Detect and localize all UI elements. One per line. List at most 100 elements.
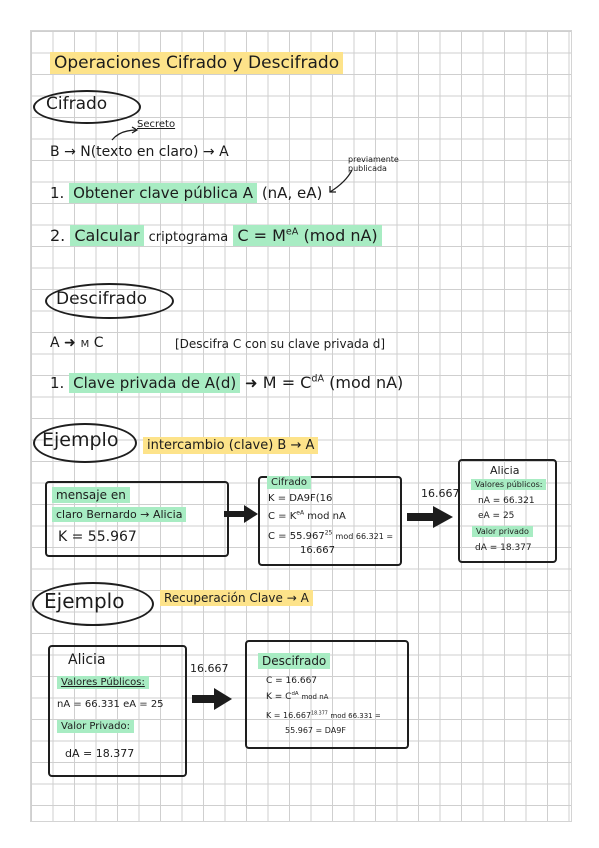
bold-right-arrow-icon — [192, 688, 232, 710]
cifrado-box-title-text: Cifrado — [267, 476, 311, 489]
alicia-priv-label-text: Valor privado — [472, 526, 533, 537]
mensaje-line2: claro Bernardo → Alicia — [52, 507, 187, 522]
line3-k: K = 16.667 — [266, 711, 312, 720]
step1-text: Obtener clave pública A — [69, 183, 258, 203]
step2-formula: C = MeA (mod nA) — [233, 225, 382, 246]
descifrado-flow: A ➜ M C — [50, 336, 104, 350]
previo-note-line2: publicada — [348, 164, 387, 174]
alicia-priv-label: Valor privado — [472, 526, 533, 537]
line2-k: K = C — [266, 692, 292, 702]
ejemplo2-heading-oval — [32, 582, 154, 626]
step1-formula: M = CdA (mod nA) — [263, 373, 404, 392]
descifrado-box-line3: K = 16.66718.377 mod 66.331 = — [266, 711, 381, 720]
descifrado-box-title: Descifrado — [258, 653, 331, 669]
ejemplo1-heading-oval — [33, 423, 137, 463]
descifrado-heading-oval — [45, 283, 174, 319]
cifrado-heading: Cifrado — [46, 94, 108, 114]
alicia2-pub-label: Valores Públicos: — [57, 676, 149, 689]
line2-mod: mod nA — [301, 693, 329, 701]
mensaje-line3: K = 55.967 — [58, 529, 137, 545]
secreto-arrow-icon — [111, 126, 139, 141]
alicia-na: nA = 66.321 — [478, 496, 535, 506]
descifrado-box-title-text: Descifrado — [258, 653, 331, 669]
formula-c: C = M — [237, 226, 286, 245]
cifrado-heading-oval — [33, 90, 141, 124]
alicia2-pub-vals: nA = 66.331 eA = 25 — [57, 699, 164, 710]
ejemplo1-subtitle-text: intercambio (clave) B → A — [143, 437, 319, 454]
descifrado-box — [245, 640, 409, 749]
descifrado-heading: Descifrado — [56, 289, 148, 309]
right-arrow-icon: → — [64, 144, 81, 160]
cifrado-box-line4: 16.667 — [300, 545, 335, 556]
step2-text: Calcular — [70, 225, 144, 246]
alicia2-box-title: Alicia — [68, 652, 106, 668]
cifrado-box — [258, 476, 402, 566]
flow-b: B — [50, 144, 60, 160]
descifrado-bracket-note: [Descifra C con su clave privada d] — [175, 337, 386, 351]
ejemplo1-subtitle: intercambio (clave) B → A — [143, 437, 319, 454]
line2-c: C = K — [268, 511, 297, 522]
right-arrow-icon: ➜ — [64, 335, 81, 351]
line3-c: C = 55.967 — [268, 531, 325, 542]
cifrado-flow: B → N(texto en claro) → A — [50, 145, 229, 159]
cifrado-step2: 2. Calcular criptograma C = MeA (mod nA) — [50, 225, 382, 246]
mensaje-line1: mensaje en — [52, 487, 130, 503]
descifrado-box-line2: K = CdA mod nA — [266, 691, 329, 702]
ejemplo2-arrow-label: 16.667 — [190, 662, 229, 675]
alicia2-da: dA = 18.377 — [65, 747, 135, 760]
alicia-box — [458, 459, 557, 563]
line2-mod: mod nA — [307, 511, 346, 522]
mensaje-box — [45, 481, 229, 557]
flow-a: A — [50, 335, 60, 351]
formula-m: M = C — [262, 373, 312, 392]
right-arrow-icon: → — [202, 144, 220, 160]
right-arrow-icon: ➜ — [245, 374, 263, 392]
step1-num: 1. — [50, 374, 65, 392]
previamente-note: previamente publicada — [348, 155, 399, 173]
descifrado-box-line1: C = 16.667 — [266, 676, 318, 686]
line3-mod: mod 66.331 = — [330, 712, 381, 720]
secreto-note: Secreto — [137, 119, 176, 130]
formula-exp: dA — [311, 373, 325, 385]
page-title-text: Operaciones Cifrado y Descifrado — [50, 52, 344, 74]
step2-word: criptograma — [148, 230, 229, 245]
mensaje-line2-text: claro Bernardo → Alicia — [52, 507, 187, 522]
step1-num: 1. — [50, 184, 65, 202]
cifrado-step1: 1. Obtener clave pública A (nA, eA) — [50, 183, 323, 203]
alicia-pub-label-text: Valores públicos: — [471, 479, 547, 490]
ejemplo1-heading: Ejemplo — [42, 429, 119, 451]
graph-paper-background — [30, 30, 572, 822]
ejemplo2-subtitle: Recuperación Clave → A — [160, 590, 313, 606]
cifrado-box-line1: K = DA9F(16 — [268, 493, 333, 504]
page-title: Operaciones Cifrado y Descifrado — [50, 52, 344, 74]
line3-exp: 25 — [324, 529, 333, 537]
alicia-da: dA = 18.377 — [475, 543, 532, 553]
ejemplo2-heading: Ejemplo — [44, 589, 125, 613]
formula-mod: (mod nA) — [329, 373, 404, 392]
formula-exp: eA — [285, 226, 299, 238]
ejemplo2-subtitle-text: Recuperación Clave → A — [160, 590, 313, 606]
alicia2-pub-label-text: Valores Públicos: — [57, 676, 149, 689]
line3-exp: 18.377 — [311, 711, 328, 717]
alicia-box-title: Alicia — [490, 464, 520, 477]
descifrado-box-line4: 55.967 = DA9F — [285, 726, 346, 735]
line2-exp: eA — [296, 509, 305, 517]
ejemplo1-arrow-label: 16.667 — [421, 487, 460, 500]
bold-right-arrow-icon — [407, 506, 453, 528]
line3-mod: mod 66.321 = — [335, 532, 394, 541]
alicia2-box — [48, 645, 187, 777]
flow-n: N(texto en claro) — [80, 144, 199, 160]
flow-m: M — [80, 339, 90, 350]
bold-right-arrow-icon — [224, 505, 258, 523]
step1-text: Clave privada de A(d) — [69, 373, 241, 393]
alicia-ea: eA = 25 — [478, 511, 515, 521]
flow-c: C — [93, 335, 104, 351]
step1-formula: (nA, eA) — [261, 184, 323, 202]
alicia2-priv-label-text: Valor Privado: — [57, 720, 135, 733]
alicia2-priv-label: Valor Privado: — [57, 720, 135, 733]
descifrado-step1: 1. Clave privada de A(d) ➜ M = CdA (mod … — [50, 373, 404, 393]
cifrado-box-line2: C = KeA mod nA — [268, 509, 346, 522]
alicia-pub-label: Valores públicos: — [471, 479, 547, 490]
formula-mod: (mod nA) — [303, 226, 378, 245]
line2-exp: dA — [291, 691, 299, 697]
